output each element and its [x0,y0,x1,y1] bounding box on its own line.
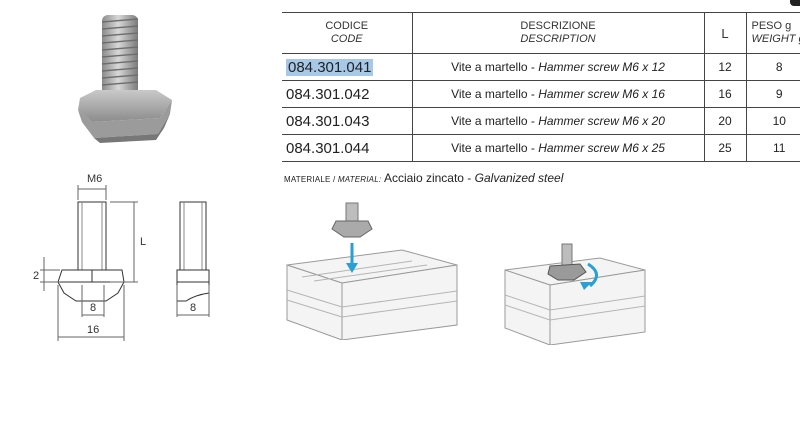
table-row[interactable]: 084.301.044 Vite a martello - Hammer scr… [282,134,800,162]
material-value: Acciaio zincato - [383,171,475,185]
header-length: L [703,12,746,54]
row-length: 25 [703,134,746,162]
row-code[interactable]: 084.301.042 [282,80,412,108]
material-line: MATERIALE / MATERIAL: Acciaio zincato - … [284,171,563,185]
table-row[interactable]: 084.301.041 Vite a martello - Hammer scr… [282,53,800,81]
row-code[interactable]: 084.301.043 [282,107,412,135]
row-description: Vite a martello - Hammer screw M6 x 16 [411,80,704,108]
row-length: 20 [703,107,746,135]
row-description: Vite a martello - Hammer screw M6 x 25 [411,134,704,162]
row-code[interactable]: 084.301.044 [282,134,412,162]
table-row[interactable]: 084.301.042 Vite a martello - Hammer scr… [282,80,800,108]
row-weight: 9 [745,80,800,108]
hammer-screw-photo [78,15,172,143]
row-length: 12 [703,53,746,81]
row-description: Vite a martello - Hammer screw M6 x 12 [411,53,704,81]
installation-insert-illustration [286,202,458,340]
installation-rotate-illustration [504,243,646,345]
row-weight: 11 [745,134,800,162]
table-row[interactable]: 084.301.043 Vite a martello - Hammer scr… [282,107,800,135]
dim-side-width: 8 [190,302,196,314]
technical-drawing: M6 L 2 8 16 8 [33,173,210,341]
row-code[interactable]: 084.301.041 [282,53,412,81]
corner-tab [790,0,800,6]
dim-thread: M6 [87,173,102,185]
row-weight: 8 [745,53,800,81]
dim-length: L [140,236,146,248]
dim-total-width: 16 [87,324,99,336]
material-value-en: Galvanized steel [474,171,564,185]
dim-neck-width: 8 [90,302,96,314]
row-length: 16 [703,80,746,108]
row-weight: 10 [745,107,800,135]
material-label: MATERIALE / [284,175,338,184]
material-label-en: MATERIAL: [337,175,382,184]
row-description: Vite a martello - Hammer screw M6 x 20 [411,107,704,135]
dim-head-height: 2 [33,270,39,282]
